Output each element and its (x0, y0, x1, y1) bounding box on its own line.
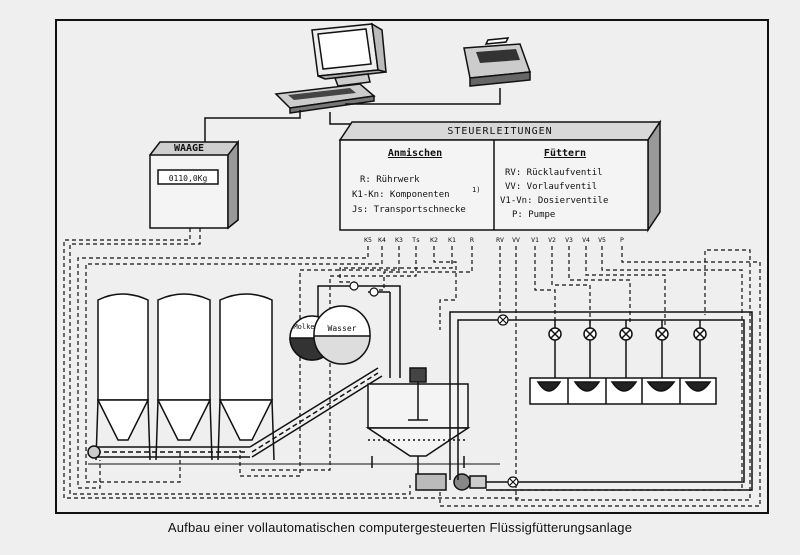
feeding-troughs (529, 377, 717, 405)
waage-readout: 0110,0Kg (169, 174, 208, 183)
port-label-p: P (620, 236, 624, 244)
flow-valve-icon (507, 476, 519, 488)
silo-2 (155, 293, 213, 461)
dosing-valve-1 (548, 320, 562, 378)
port-label-ts: Ts (412, 236, 420, 244)
wasser-tank (313, 305, 371, 365)
anmischen-item-3: Js: Transportschnecke (352, 205, 466, 215)
pump-icon (415, 456, 487, 491)
port-label-v4: V4 (582, 236, 590, 244)
transport-screw (87, 367, 383, 459)
port-label-v1: V1 (531, 236, 539, 244)
anmischen-item-1: R: Rührwerk (360, 175, 420, 185)
inlet-valve-icon (349, 281, 379, 297)
port-label-rv: RV (496, 236, 504, 244)
computer-icon (274, 22, 387, 114)
fuettern-item-1: RV: Rücklaufventil (505, 168, 603, 178)
port-label-v5: V5 (598, 236, 606, 244)
molke-label: Molke (293, 323, 314, 331)
stirrer-icon (408, 367, 428, 421)
port-label-k5: K5 (364, 236, 372, 244)
port-label-k4: K4 (378, 236, 386, 244)
feeding-pipe (449, 311, 753, 491)
waage-title: WAAGE (174, 143, 204, 154)
port-label-k1: K1 (448, 236, 456, 244)
port-label-v2: V2 (548, 236, 556, 244)
fuettern-item-2: VV: Vorlaufventil (505, 182, 597, 192)
waage-box (148, 139, 239, 230)
dosing-valve-2 (583, 320, 597, 378)
dosing-valve-4 (655, 320, 669, 378)
fuettern-heading: Füttern (544, 148, 586, 159)
port-label-v3: V3 (565, 236, 573, 244)
waage-display (157, 169, 219, 185)
anmischen-footnote: 1) (472, 186, 480, 194)
printer-icon (463, 37, 532, 87)
control-box-title: STEUERLEITUNGEN (447, 126, 552, 137)
silo-1 (95, 293, 151, 461)
port-label-k2: K2 (430, 236, 438, 244)
dosing-valve-3 (619, 320, 633, 378)
anmischen-item-2: K1-Kn: Komponenten (352, 190, 450, 200)
port-label-r: R (470, 236, 474, 244)
outer-frame (55, 19, 769, 514)
control-box (338, 119, 662, 233)
dosing-valve-5 (693, 320, 707, 378)
fuettern-item-3: V1-Vn: Dosierventile (500, 196, 608, 206)
fuettern-item-4: P: Pumpe (512, 210, 555, 220)
figure-caption: Aufbau einer vollautomatischen computerg… (167, 520, 633, 535)
return-valve-icon (497, 314, 509, 326)
port-label-vv: VV (512, 236, 520, 244)
silo-3 (217, 293, 275, 461)
wasser-label: Wasser (328, 324, 357, 333)
anmischen-heading: Anmischen (388, 147, 442, 159)
port-label-k3: K3 (395, 236, 403, 244)
